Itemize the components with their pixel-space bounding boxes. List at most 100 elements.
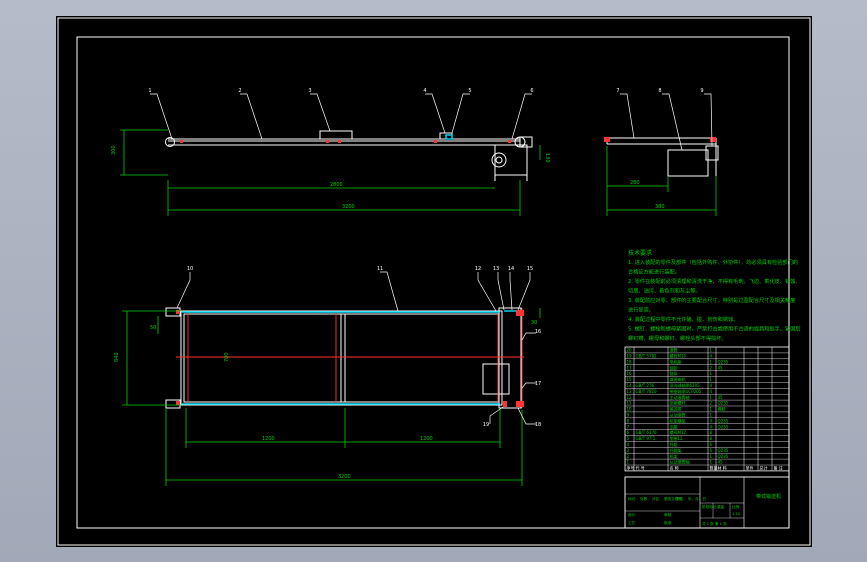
balloon-17: 17	[535, 381, 541, 387]
bom-cell: 1	[710, 359, 713, 364]
bom-cell: 橡胶	[718, 406, 726, 412]
balloon-15: 15	[527, 266, 533, 272]
bom-header-cell: 总计	[760, 465, 768, 471]
bom-header-cell: 单件	[746, 465, 754, 471]
bom-cell: 机架横梁	[670, 417, 686, 423]
bom-cell: 机架	[670, 453, 678, 459]
bom-cell: 5	[627, 436, 630, 441]
balloon-6: 6	[530, 88, 533, 94]
balloon-7: 7	[616, 88, 619, 94]
bom-cell: 19	[627, 354, 633, 359]
bom-cell: 16	[627, 371, 633, 376]
bom-cell: 托辊架	[670, 447, 682, 453]
balloon-12: 12	[475, 266, 481, 272]
bom-cell: 3	[627, 448, 630, 453]
bom-cell: 15	[627, 377, 633, 382]
dim-plan-width: 840	[114, 352, 120, 362]
plan-view-leaders	[176, 271, 536, 425]
bom-cell: 4	[710, 389, 713, 394]
bom-cell: 2	[710, 365, 713, 370]
bom-cell: 螺母M12	[670, 429, 687, 435]
bom-cell: 深沟球轴承6205	[670, 382, 701, 388]
note-line: 1. 进入装配的零件及部件（包括外购件、外协件），均必须具有检验部门的	[628, 258, 798, 266]
bom-cell: 带座轴承UCP205	[670, 388, 702, 394]
bom-cell: GB/T 97.1	[636, 436, 656, 441]
bom-cell: 1	[710, 348, 713, 353]
sheet-outer-border	[57, 17, 811, 546]
drawing-title: 带式输送机	[756, 493, 781, 500]
balloon-8: 8	[658, 88, 661, 94]
bom-header-cell: 序号	[627, 465, 635, 471]
balloon-11: 11	[377, 266, 383, 272]
dim-overall-width: 380	[655, 204, 665, 210]
bom-cell: GB/T 6170	[636, 430, 658, 435]
balloon-3: 3	[308, 88, 311, 94]
bom-cell: 2	[710, 401, 713, 406]
bom-cell: 6	[627, 430, 630, 435]
bom-cell: 从动滚筒轴	[670, 459, 690, 465]
front-view-dimensions	[120, 129, 541, 216]
balloon-13: 13	[493, 266, 499, 272]
bom-cell: 6	[710, 448, 713, 453]
front-view-leaders	[150, 93, 532, 140]
bom-outline	[624, 346, 790, 472]
dim-span-left: 1200	[262, 436, 275, 442]
title-field-label: 标记	[628, 496, 636, 501]
technical-requirements: 技术要求 1. 进入装配的零件及部件（包括外购件、外协件），均必须具有检验部门的…	[628, 249, 801, 342]
bom-cell: Q235	[718, 359, 729, 364]
bom-cell: 45	[718, 395, 724, 400]
dim-height-left: 300	[111, 145, 117, 155]
plan-centerlines	[176, 308, 524, 408]
title-field-label: 分区	[652, 496, 660, 501]
plan-view: 840 700 1200 1200 3200 50 30 10 11 12	[114, 266, 541, 486]
title-stage-label: 比例	[732, 504, 740, 509]
balloon-18: 18	[535, 422, 541, 428]
bom-cell: 1	[710, 371, 713, 376]
note-line: 3. 装配前应对零、部件的主要配合尺寸，特别是过盈配合尺寸及相关精度	[628, 296, 795, 304]
side-view-leaders	[620, 93, 713, 151]
title-field-label: 签名	[676, 496, 684, 501]
bom-cell: 18	[627, 359, 633, 364]
bom-cell: 1	[710, 413, 713, 418]
balloon-14: 14	[508, 266, 514, 272]
bom-cell: 14	[627, 383, 633, 388]
title-block-outline	[624, 476, 790, 529]
title-role-label: 审核	[664, 512, 672, 517]
bom-cell: 17	[627, 365, 633, 370]
note-line: 4. 装配过程中零件不允许磕、碰、划伤和锈蚀。	[628, 315, 738, 323]
bom-cell: 20	[627, 348, 633, 353]
bom-cell: 45	[718, 365, 724, 370]
dim-small-right: 30	[531, 320, 537, 326]
note-line: 螺钉槽、螺母和螺钉、螺栓头部不得损坏。	[628, 334, 727, 342]
belt-clamp	[445, 134, 453, 140]
plan-view-dimensions	[122, 308, 541, 486]
title-stage-label: 重量	[717, 504, 725, 509]
side-frame	[606, 137, 719, 177]
title-stage-label: 阶段标记	[702, 504, 717, 509]
balloon-9: 9	[700, 88, 703, 94]
bom-cell: Q235	[718, 448, 729, 453]
side-view-dimensions	[606, 146, 717, 216]
bom-cell: Q235	[718, 418, 729, 423]
bom-cell: 支腿	[670, 423, 678, 429]
bom-cell: 电机座	[670, 358, 682, 364]
bom-cell: 45	[718, 460, 724, 465]
bom-cell: 4	[710, 383, 713, 388]
bom-cell: 1	[710, 407, 713, 412]
side-fasteners	[604, 137, 716, 142]
bom-cell: 8	[627, 418, 630, 423]
bom-cell: 主动滚筒轴	[670, 394, 690, 400]
plan-rails	[182, 310, 518, 405]
bom-cell: 4	[710, 354, 713, 359]
bom-cell: 12	[627, 395, 633, 400]
title-field-label: 处数	[640, 496, 648, 501]
title-role-label: 设计	[628, 512, 636, 517]
sheet-inner-border	[76, 36, 790, 529]
dim-center-length: 2800	[330, 182, 343, 188]
title-field-label: 年、月、日	[688, 496, 706, 501]
note-line: 切屑、油污、着色剂和灰尘等。	[628, 287, 701, 295]
dim-plan-overall: 3200	[338, 474, 351, 480]
bom-cell: GB/T 7810	[636, 389, 658, 394]
bom-cell: 链条	[670, 370, 678, 376]
